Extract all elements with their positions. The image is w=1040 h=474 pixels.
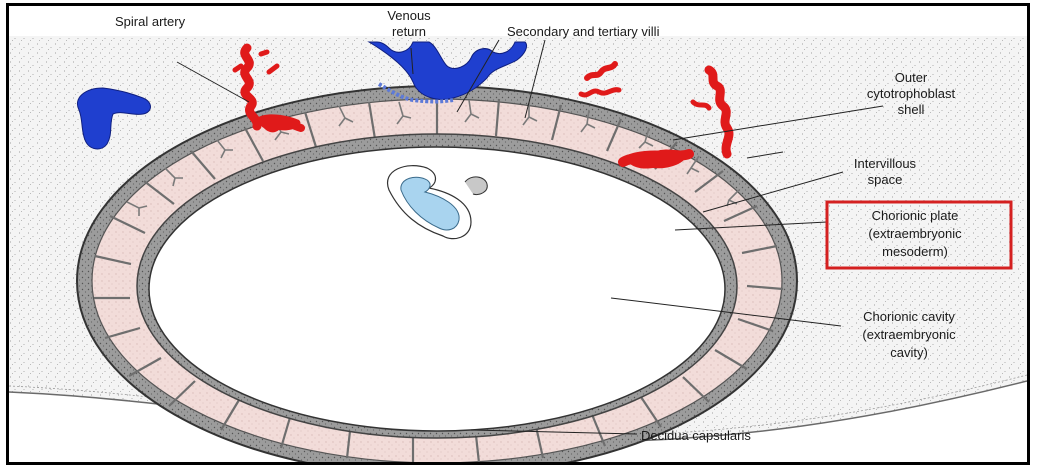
label-chorionic-plate-line1: Chorionic plate [872, 208, 959, 223]
label-chorionic-cavity-line2: (extraembryonic [862, 327, 956, 342]
label-chorionic-cavity-line3: cavity) [890, 345, 928, 360]
label-chorionic-cavity-line1: Chorionic cavity [863, 309, 955, 324]
label-venous-return-line1: Venous [387, 8, 431, 23]
diagram-frame: Spiral artery Venous return Secondary an… [6, 3, 1030, 465]
label-outer-shell-line1: Outer [895, 70, 928, 85]
label-outer-shell-line3: shell [898, 102, 925, 117]
label-secondary-tertiary-villi: Secondary and tertiary villi [507, 24, 660, 39]
label-chorionic-plate-line3: mesoderm) [882, 244, 948, 259]
label-venous-return-line2: return [392, 24, 426, 39]
label-decidua-capsularis: Decidua capsularis [641, 428, 751, 443]
label-intervillous-line1: Intervillous [854, 156, 917, 171]
label-chorionic-plate-line2: (extraembryonic [868, 226, 962, 241]
label-outer-shell-line2: cytotrophoblast [867, 86, 956, 101]
label-spiral-artery: Spiral artery [115, 14, 186, 29]
label-intervillous-line2: space [868, 172, 903, 187]
chorionic-sac-diagram: Spiral artery Venous return Secondary an… [9, 6, 1027, 462]
